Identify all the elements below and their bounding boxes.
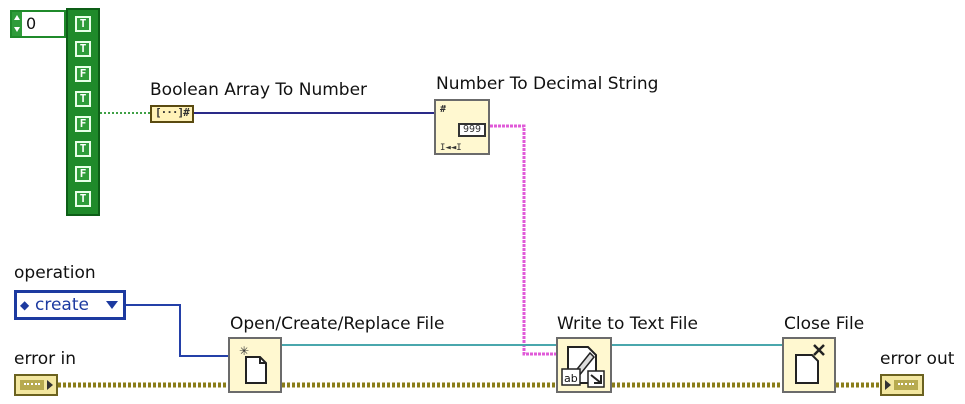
operation-enum-constant[interactable]: ◆ create (14, 290, 126, 320)
boolean-element[interactable]: T (75, 91, 91, 107)
string-999-icon: 999 (458, 123, 486, 137)
write-file-icon: ab (561, 346, 605, 388)
boolean-element[interactable]: F (75, 66, 91, 82)
error-in-label: error in (14, 349, 77, 369)
boolean-element[interactable]: F (75, 166, 91, 182)
write-to-text-file-label: Write to Text File (557, 314, 698, 334)
open-create-replace-label: Open/Create/Replace File (230, 314, 445, 334)
operation-value: create (35, 295, 89, 315)
boolean-element[interactable]: F (75, 116, 91, 132)
boolean-element[interactable]: T (75, 191, 91, 207)
bool-to-number-label: Boolean Array To Number (150, 80, 368, 100)
ab-glyph: ab (564, 372, 578, 385)
boolean-array-constant[interactable]: T T F T F T F T (66, 8, 100, 216)
close-file-icon (795, 344, 825, 384)
boolean-element[interactable]: T (75, 141, 91, 157)
number-to-decimal-string-node[interactable]: # 999 I◄◄I (434, 99, 490, 155)
new-file-icon: ✳ (239, 344, 267, 384)
index-increment-decrement-icon[interactable] (12, 12, 22, 36)
boolean-element[interactable]: T (75, 16, 91, 32)
string-wire (490, 124, 556, 356)
width-icon: I◄◄I (440, 143, 462, 153)
error-in-terminal[interactable] (14, 374, 58, 396)
close-file-node[interactable] (782, 337, 836, 393)
error-out-terminal[interactable] (880, 374, 924, 396)
write-to-text-file-node[interactable]: ab (556, 337, 612, 393)
boolean-element[interactable]: T (75, 41, 91, 57)
bool-to-number-icon: [···]# (155, 106, 190, 119)
svg-text:✳: ✳ (239, 344, 249, 358)
boolean-array-to-number-node[interactable]: [···]# (150, 105, 194, 123)
array-index-value: 0 (26, 14, 37, 33)
dropdown-arrow-icon[interactable] (106, 301, 118, 309)
enum-arrows-icon: ◆ (20, 298, 30, 312)
error-out-label: error out (880, 349, 955, 369)
number-hash-icon: # (440, 104, 447, 115)
num-to-decstring-label: Number To Decimal String (436, 74, 659, 94)
operation-label: operation (14, 263, 96, 283)
error-cluster-icon (894, 380, 918, 390)
error-cluster-icon (20, 380, 44, 390)
enum-wire (126, 304, 228, 357)
array-index-display[interactable]: 0 (10, 10, 66, 38)
close-file-label: Close File (784, 314, 865, 334)
open-create-replace-file-node[interactable]: ✳ (228, 337, 282, 393)
